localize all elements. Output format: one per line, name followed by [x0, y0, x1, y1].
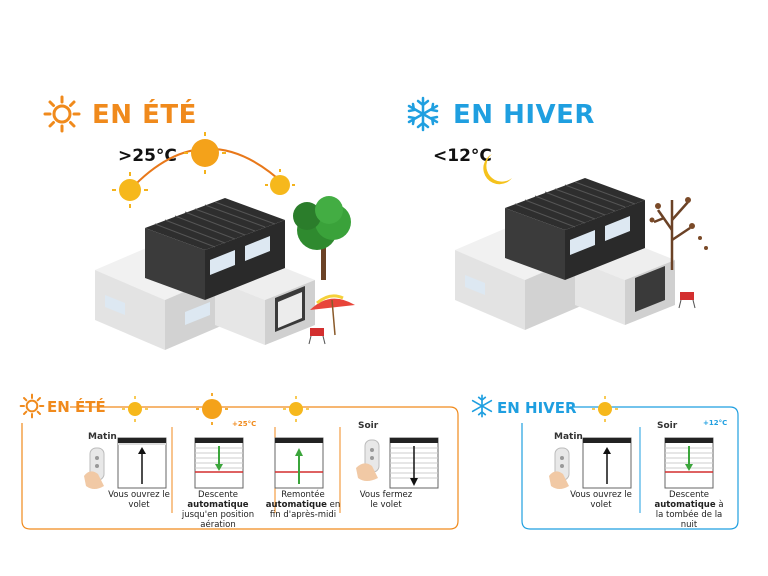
summer-title: EN ÉTÉ	[92, 100, 197, 130]
winter-step-temperature: +12°C	[703, 419, 728, 427]
snowflake-icon	[471, 394, 493, 418]
step-label-morning: Matin	[88, 432, 117, 442]
parasol-icon	[308, 294, 355, 345]
remote-control-icon	[549, 447, 570, 489]
shutter-icon	[582, 437, 632, 489]
step-label-morning: Matin	[554, 432, 583, 442]
summer-panel-title: EN ÉTÉ	[47, 398, 106, 416]
sun-icon	[196, 393, 228, 425]
winter-step-1-caption: Vous ouvrez le volet	[570, 490, 632, 510]
remote-control-icon	[84, 447, 105, 489]
shutter-icon	[194, 437, 244, 489]
sun-icon	[43, 95, 81, 133]
winter-title: EN HIVER	[453, 100, 595, 130]
step-label-evening: Soir	[358, 421, 379, 431]
summer-house-illustration	[95, 132, 355, 350]
moon-icon	[400, 398, 416, 416]
shutter-icon	[389, 437, 439, 489]
winter-step-2-caption: Descente automatique à la tombée de la n…	[654, 490, 724, 530]
step-label-evening: Soir	[657, 421, 678, 431]
sun-icon	[283, 396, 309, 422]
winter-house-illustration	[455, 154, 708, 330]
shutter-icon	[274, 437, 324, 489]
bare-tree-icon	[653, 200, 691, 270]
summer-step-3-caption: Remontée automatique en fin d'après-midi	[265, 490, 341, 520]
winter-timeline-icons	[592, 396, 692, 422]
summer-temperature: >25°C	[118, 146, 177, 166]
winter-panel-frame	[521, 406, 739, 530]
sun-icon	[592, 396, 618, 422]
tree-icon	[293, 196, 351, 280]
summer-step-1-caption: Vous ouvrez le volet	[108, 490, 170, 510]
sun-icon	[19, 393, 45, 419]
summer-steps-illustration	[84, 437, 439, 489]
sun-icon	[112, 132, 295, 208]
summer-step-temperature: +25°C	[232, 420, 257, 428]
moon-icon	[675, 398, 692, 417]
winter-panel-title: EN HIVER	[497, 399, 577, 417]
shutter-icon	[664, 437, 714, 489]
moon-icon	[483, 154, 512, 185]
winter-steps-illustration	[549, 437, 714, 489]
snowflake-icon	[407, 96, 439, 132]
summer-step-2-caption: Descente automatique jusqu'en position a…	[181, 490, 255, 530]
shutter-icon	[117, 437, 167, 489]
sun-icon	[122, 396, 148, 422]
remote-control-icon	[356, 439, 380, 481]
summer-step-4-caption: Vous fermez le volet	[359, 490, 413, 510]
summer-timeline-icons	[122, 393, 416, 425]
winter-temperature: <12°C	[433, 146, 492, 166]
